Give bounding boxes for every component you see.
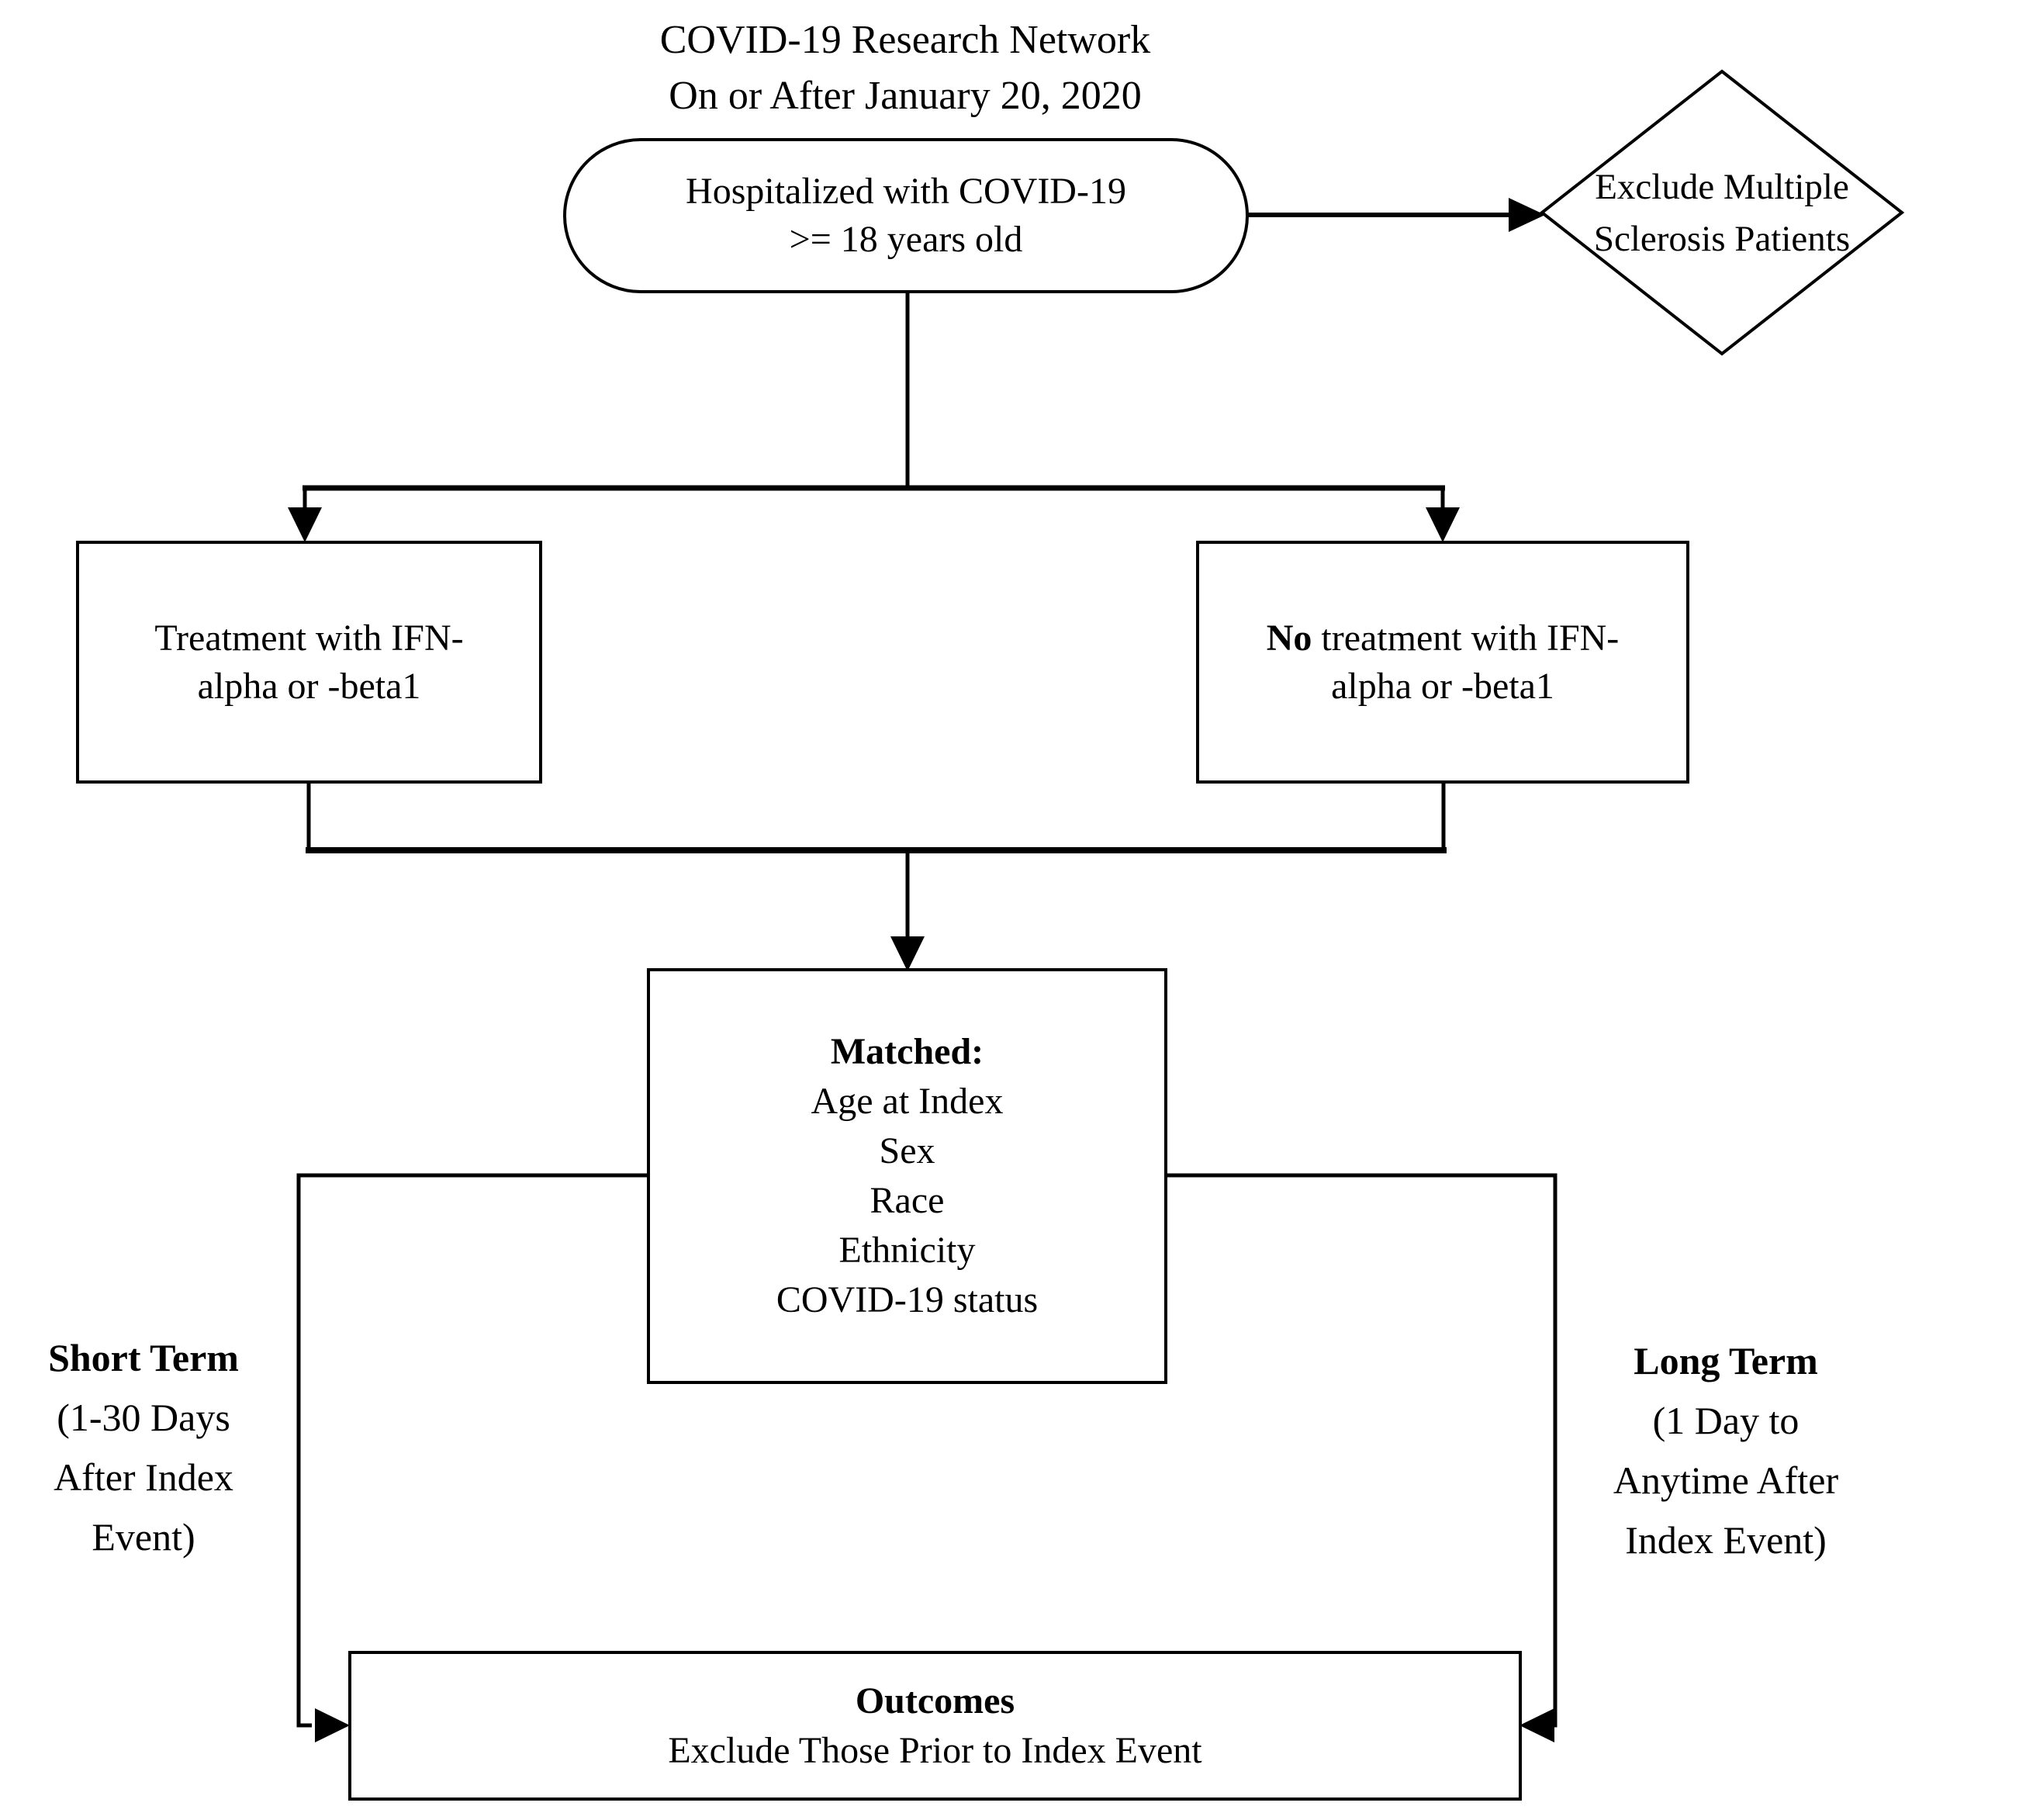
short-term-label: Short Term (1-30 Days After Index Event) [8, 1328, 279, 1567]
start-node-line2: >= 18 years old [789, 219, 1023, 260]
treatment-node-line2: alpha or -beta1 [197, 665, 421, 707]
short-term-line: (1-30 Days [57, 1396, 230, 1439]
long-term-label: Long Term (1 Day to Anytime After Index … [1586, 1331, 1865, 1570]
start-node: Hospitalized with COVID-19 >= 18 years o… [563, 138, 1249, 293]
matched-right-loop-arrowhead [1520, 1708, 1554, 1742]
matched-criterion: Ethnicity [838, 1230, 976, 1271]
no-treatment-bold-word: No [1266, 617, 1312, 659]
short-term-line: Event) [92, 1515, 195, 1559]
exclude-node: Exclude Multiple Sclerosis Patients [1537, 158, 1907, 268]
matched-left-loop-connector [296, 1173, 648, 1728]
matched-criterion: COVID-19 status [776, 1279, 1039, 1320]
merge-to-matched-arrowhead [890, 936, 925, 971]
exclude-node-line2: Sclerosis Patients [1593, 219, 1851, 259]
exclude-diamond-shape [1539, 69, 1905, 356]
diagram-title-line2: On or After January 20, 2020 [669, 74, 1142, 118]
diagram-title: COVID-19 Research Network On or After Ja… [517, 12, 1293, 124]
no-treatment-node-line1: No treatment with IFN- [1267, 614, 1620, 663]
long-term-line: (1 Day to [1652, 1399, 1800, 1442]
start-node-line1: Hospitalized with COVID-19 [686, 171, 1126, 212]
treatment-node: Treatment with IFN- alpha or -beta1 [76, 541, 542, 784]
matched-left-loop-arrowhead [315, 1708, 350, 1742]
matched-node: Matched: Age at Index Sex Race Ethnicity… [647, 968, 1167, 1384]
no-treatment-node-line2: alpha or -beta1 [1331, 665, 1554, 707]
long-term-header: Long Term [1634, 1339, 1818, 1382]
matched-node-header: Matched: [830, 1031, 984, 1072]
split-right-arrowhead [1426, 507, 1460, 542]
short-term-header: Short Term [48, 1336, 239, 1379]
matched-criterion: Race [870, 1180, 945, 1221]
diagram-title-line1: COVID-19 Research Network [659, 18, 1151, 62]
split-left-arrowhead [288, 507, 322, 542]
outcomes-node-header: Outcomes [855, 1680, 1015, 1721]
start-to-exclude-arrowhead [1509, 198, 1545, 232]
matched-criterion: Sex [879, 1130, 935, 1171]
long-term-line: Index Event) [1625, 1518, 1827, 1562]
matched-criterion: Age at Index [811, 1081, 1004, 1122]
outcomes-node: Outcomes Exclude Those Prior to Index Ev… [348, 1651, 1522, 1801]
exclude-node-line1: Exclude Multiple [1595, 167, 1849, 207]
no-treatment-line1-rest: treatment with IFN- [1321, 617, 1620, 659]
no-treatment-node: No treatment with IFN- alpha or -beta1 [1196, 541, 1689, 784]
treatment-node-line1: Treatment with IFN- [154, 617, 464, 659]
short-term-line: After Index [54, 1455, 233, 1499]
long-term-line: Anytime After [1613, 1458, 1839, 1502]
matched-right-loop-connector [1165, 1173, 1558, 1728]
outcomes-node-subtitle: Exclude Those Prior to Index Event [668, 1729, 1202, 1771]
